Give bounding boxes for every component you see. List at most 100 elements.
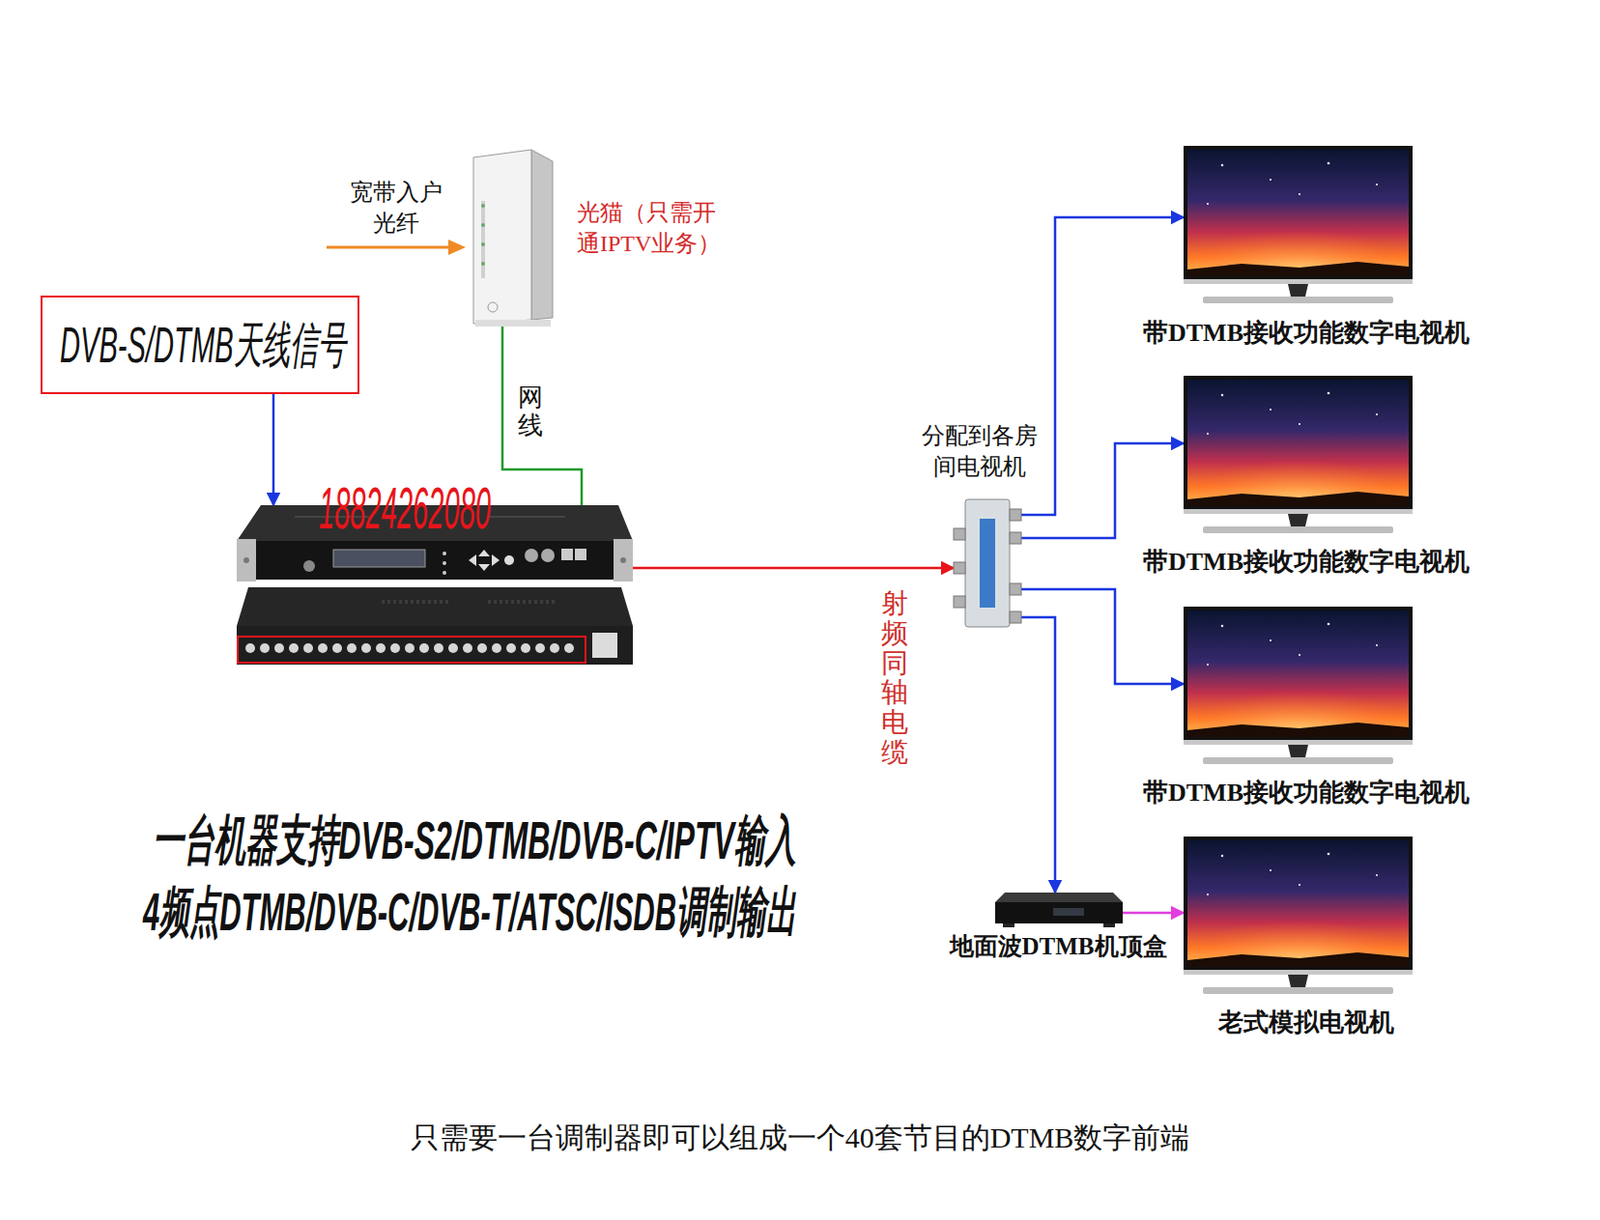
circle-shape xyxy=(404,643,415,654)
circle-shape xyxy=(375,643,386,654)
rect-shape xyxy=(574,548,587,561)
circle-shape xyxy=(487,302,498,313)
circle-shape xyxy=(442,551,447,556)
rect-shape xyxy=(475,319,551,327)
tv-label: 老式模拟电视机 xyxy=(1122,1007,1490,1040)
circle-shape xyxy=(541,548,555,563)
polygon-shape xyxy=(531,149,553,320)
circle-shape xyxy=(1375,644,1378,647)
analog-tv: 老式模拟电视机 xyxy=(1183,836,1413,998)
rect-shape xyxy=(1187,610,1409,738)
circle-shape xyxy=(481,223,486,228)
circle-shape xyxy=(1327,392,1331,396)
circle-shape xyxy=(1269,639,1272,642)
digital-tv: 带DTMB接收功能数字电视机 xyxy=(1183,375,1413,537)
signal-connector xyxy=(1021,617,1056,893)
rect-shape xyxy=(979,518,996,608)
splitter-label: 分配到各房 间电视机 xyxy=(916,420,1043,484)
polygon-shape xyxy=(1287,514,1309,527)
polygon-shape xyxy=(1187,261,1409,277)
circle-shape xyxy=(504,555,515,566)
rect-shape xyxy=(1183,145,1413,285)
circle-shape xyxy=(1221,625,1224,628)
rect-shape xyxy=(1187,379,1409,507)
rect-shape xyxy=(953,528,966,541)
tv-label: 带DTMB接收功能数字电视机 xyxy=(1122,777,1490,810)
digital-tv: 带DTMB接收功能数字电视机 xyxy=(1183,606,1413,768)
circle-shape xyxy=(1327,853,1331,857)
rect-shape xyxy=(1202,296,1394,304)
circle-shape xyxy=(1327,623,1331,627)
circle-shape xyxy=(481,203,486,208)
svg-shape xyxy=(995,892,1123,929)
circle-shape xyxy=(1269,869,1272,872)
circle-shape xyxy=(564,643,574,654)
polygon-shape xyxy=(473,149,532,324)
stb-label: 地面波DTMB机顶盒 xyxy=(913,931,1203,962)
rf-splitter: 分配到各房 间电视机 xyxy=(953,499,1022,628)
rect-shape xyxy=(1183,970,1413,975)
polygon-shape xyxy=(478,549,490,557)
circle-shape xyxy=(1298,884,1301,886)
digital-tv: 带DTMB接收功能数字电视机 xyxy=(1183,145,1413,307)
rect-shape xyxy=(613,539,633,582)
polygon-shape xyxy=(478,564,490,572)
rect-shape xyxy=(1202,757,1394,765)
rect-shape xyxy=(1183,279,1413,285)
circle-shape xyxy=(1375,413,1378,416)
rect-shape xyxy=(561,548,573,561)
polygon-shape xyxy=(1187,491,1409,507)
circle-shape xyxy=(243,557,250,564)
rect-shape xyxy=(1202,526,1394,534)
optical-modem: 光猫（只需开 通IPTV业务） xyxy=(463,147,556,327)
rect-shape xyxy=(1009,509,1022,521)
circle-shape xyxy=(361,643,372,654)
rect-shape xyxy=(1183,606,1413,745)
svg-shape xyxy=(463,147,556,327)
rect-shape xyxy=(1187,149,1409,277)
rect-shape xyxy=(1009,532,1022,544)
circle-shape xyxy=(1206,663,1209,666)
rect-shape xyxy=(1053,908,1085,916)
svg-shape xyxy=(1183,606,1413,768)
edge-label: 射频同轴电缆 xyxy=(881,589,909,769)
fiber-label: 宽带入户 光纤 xyxy=(342,176,451,240)
circle-shape xyxy=(506,643,516,654)
rect-shape xyxy=(481,200,486,279)
edge-label: 网线 xyxy=(517,384,543,440)
circle-shape xyxy=(481,242,486,247)
signal-connector xyxy=(632,567,954,571)
rect-shape xyxy=(592,632,618,658)
circle-shape xyxy=(390,643,400,654)
rect-shape xyxy=(953,562,966,574)
circle-shape xyxy=(442,561,447,566)
rect-shape xyxy=(1202,987,1394,995)
fiber-arrowhead xyxy=(448,239,466,256)
rect-shape xyxy=(1009,611,1022,624)
rect-shape xyxy=(1103,923,1115,928)
circle-shape xyxy=(462,643,473,654)
circle-shape xyxy=(288,643,299,654)
circle-shape xyxy=(1206,202,1209,205)
circle-shape xyxy=(332,643,343,654)
circle-shape xyxy=(524,548,539,563)
circle-shape xyxy=(448,643,458,654)
circle-shape xyxy=(549,643,560,654)
circle-shape xyxy=(303,643,314,654)
rect-shape xyxy=(1187,659,1409,738)
circle-shape xyxy=(520,643,531,654)
rect-shape xyxy=(1009,583,1022,596)
circle-shape xyxy=(259,643,270,654)
circle-shape xyxy=(1375,874,1378,877)
circle-shape xyxy=(245,643,256,654)
g-shape xyxy=(245,643,574,654)
circle-shape xyxy=(433,643,444,654)
polygon-shape xyxy=(1187,952,1409,968)
tv-label: 带DTMB接收功能数字电视机 xyxy=(1122,317,1490,350)
rect-shape xyxy=(1187,889,1409,968)
rect-shape xyxy=(1187,428,1409,507)
circle-shape xyxy=(1298,654,1301,657)
circle-shape xyxy=(477,643,487,654)
svg-shape xyxy=(1183,145,1413,307)
